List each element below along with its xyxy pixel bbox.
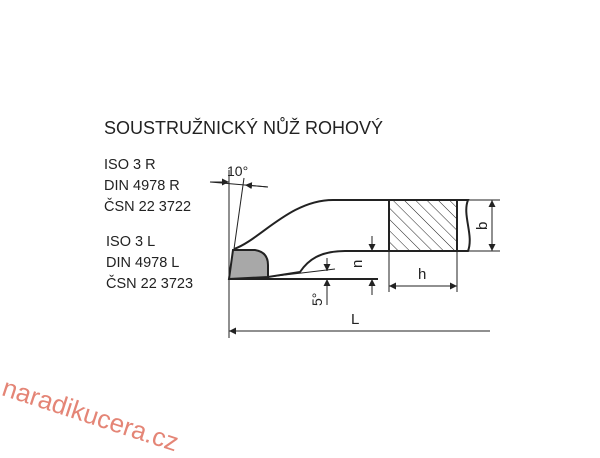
diagram-title: SOUSTRUŽNICKÝ NŮŽ ROHOVÝ [104,118,384,138]
dimension-n-label: n [349,260,366,268]
shank-cross-section [388,199,458,252]
dimension-b-label: b [474,222,491,230]
left-hand-standards: ISO 3 L DIN 4978 L ČSN 22 3723 [106,232,193,295]
tool-body-outline [233,199,471,278]
standard-csn-r: ČSN 22 3722 [104,199,192,215]
angle-line-10 [233,177,245,250]
standard-iso-r: ISO 3 R [104,157,156,173]
angle-label-5: 5° [309,293,325,306]
right-hand-standards: ISO 3 R DIN 4978 R ČSN 22 3722 [104,155,191,218]
standard-iso-l: ISO 3 L [106,234,156,250]
standard-csn-l: ČSN 22 3723 [106,276,194,292]
carbide-insert [227,249,269,281]
standard-din-l: DIN 4978 L [106,255,180,271]
dimension-h-label: h [418,266,426,283]
dimension-L-label: L [351,311,359,328]
standard-din-r: DIN 4978 R [104,178,180,194]
angle-label-10: 10° [227,163,248,179]
